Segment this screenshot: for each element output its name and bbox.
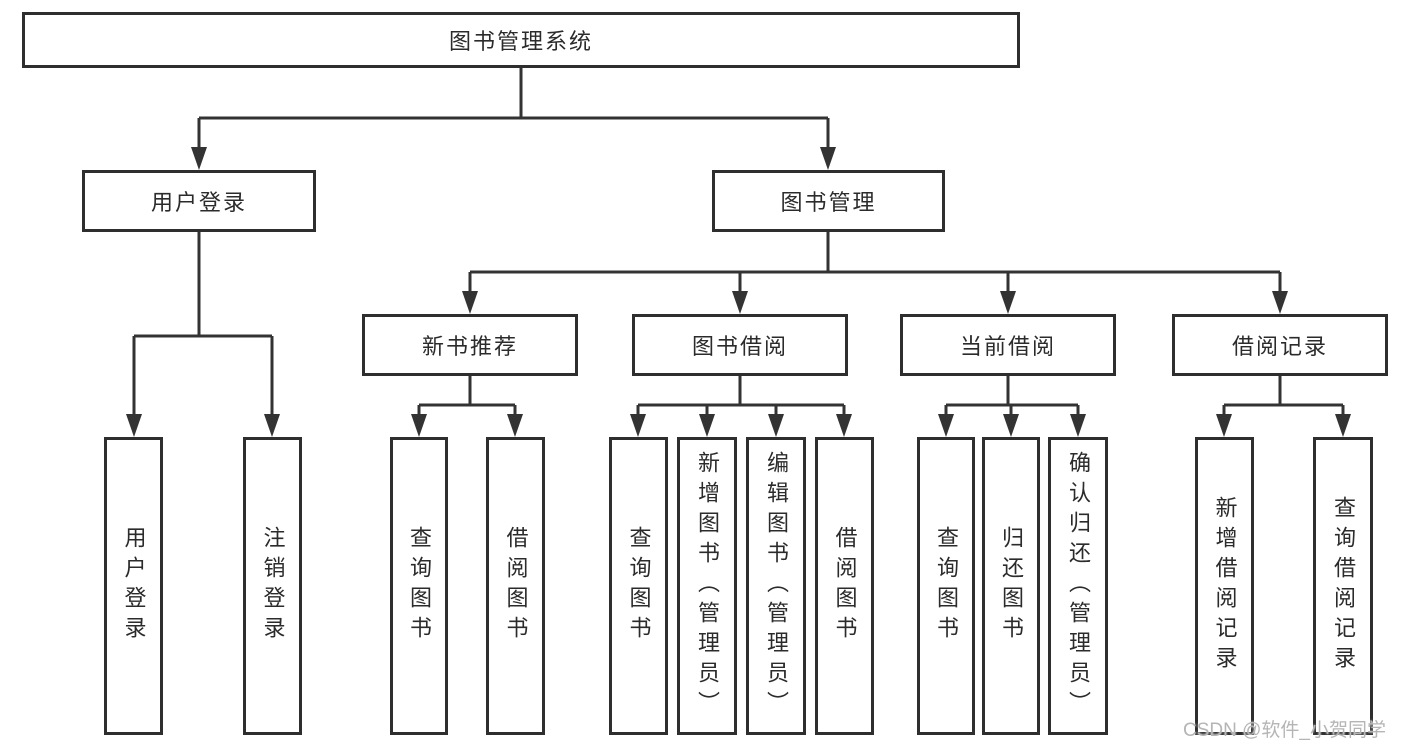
node-borrow-records-label: 借阅记录 bbox=[1231, 334, 1328, 359]
node-book-management-label: 图书管理 bbox=[780, 190, 877, 215]
node-leaf-query-borrow-record-label: 查询借阅记录 bbox=[1331, 496, 1356, 676]
node-current-borrow-label: 当前借阅 bbox=[959, 334, 1056, 359]
node-leaf-query-borrow-record: 查询借阅记录 bbox=[1313, 437, 1373, 735]
node-leaf-bb-add-books-admin-label: 新增图书（管理员） bbox=[695, 451, 720, 721]
node-leaf-bb-query-books: 查询图书 bbox=[609, 437, 668, 735]
node-leaf-bb-borrow-books-label: 借阅图书 bbox=[832, 526, 858, 646]
node-leaf-rec-query-books: 查询图书 bbox=[390, 437, 448, 735]
node-current-borrow: 当前借阅 bbox=[900, 314, 1116, 376]
node-leaf-rec-borrow-books: 借阅图书 bbox=[486, 437, 545, 735]
node-leaf-bb-add-books-admin: 新增图书（管理员） bbox=[677, 437, 737, 735]
node-leaf-user-login-label: 用户登录 bbox=[121, 526, 147, 646]
node-leaf-cb-return-books-label: 归还图书 bbox=[999, 526, 1024, 646]
node-new-book-recommend: 新书推荐 bbox=[362, 314, 578, 376]
node-root: 图书管理系统 bbox=[22, 12, 1020, 68]
node-leaf-logout-label: 注销登录 bbox=[260, 526, 286, 646]
node-leaf-cb-confirm-return-admin: 确认归还（管理员） bbox=[1048, 437, 1108, 735]
node-leaf-bb-query-books-label: 查询图书 bbox=[626, 526, 652, 646]
node-leaf-add-borrow-record-label: 新增借阅记录 bbox=[1212, 496, 1238, 676]
node-leaf-cb-query-books-label: 查询图书 bbox=[934, 526, 959, 646]
node-book-borrow: 图书借阅 bbox=[632, 314, 848, 376]
node-leaf-rec-query-books-label: 查询图书 bbox=[407, 526, 432, 646]
node-book-management: 图书管理 bbox=[712, 170, 945, 232]
node-borrow-records: 借阅记录 bbox=[1172, 314, 1388, 376]
node-leaf-cb-confirm-return-admin-label: 确认归还（管理员） bbox=[1066, 451, 1091, 721]
node-user-login: 用户登录 bbox=[82, 170, 316, 232]
node-leaf-logout: 注销登录 bbox=[243, 437, 302, 735]
csdn-watermark: CSDN @软件_小贺同学 bbox=[1183, 720, 1386, 741]
node-user-login-label: 用户登录 bbox=[150, 190, 247, 215]
node-book-borrow-label: 图书借阅 bbox=[691, 334, 788, 359]
node-leaf-cb-return-books: 归还图书 bbox=[982, 437, 1040, 735]
node-leaf-rec-borrow-books-label: 借阅图书 bbox=[503, 526, 529, 646]
node-root-label: 图书管理系统 bbox=[448, 29, 593, 54]
node-leaf-add-borrow-record: 新增借阅记录 bbox=[1195, 437, 1254, 735]
node-leaf-bb-edit-books-admin-label: 编辑图书（管理员） bbox=[764, 451, 789, 721]
node-leaf-bb-borrow-books: 借阅图书 bbox=[815, 437, 874, 735]
node-leaf-cb-query-books: 查询图书 bbox=[917, 437, 975, 735]
node-leaf-user-login: 用户登录 bbox=[104, 437, 163, 735]
node-new-book-recommend-label: 新书推荐 bbox=[421, 334, 518, 359]
node-leaf-bb-edit-books-admin: 编辑图书（管理员） bbox=[746, 437, 806, 735]
